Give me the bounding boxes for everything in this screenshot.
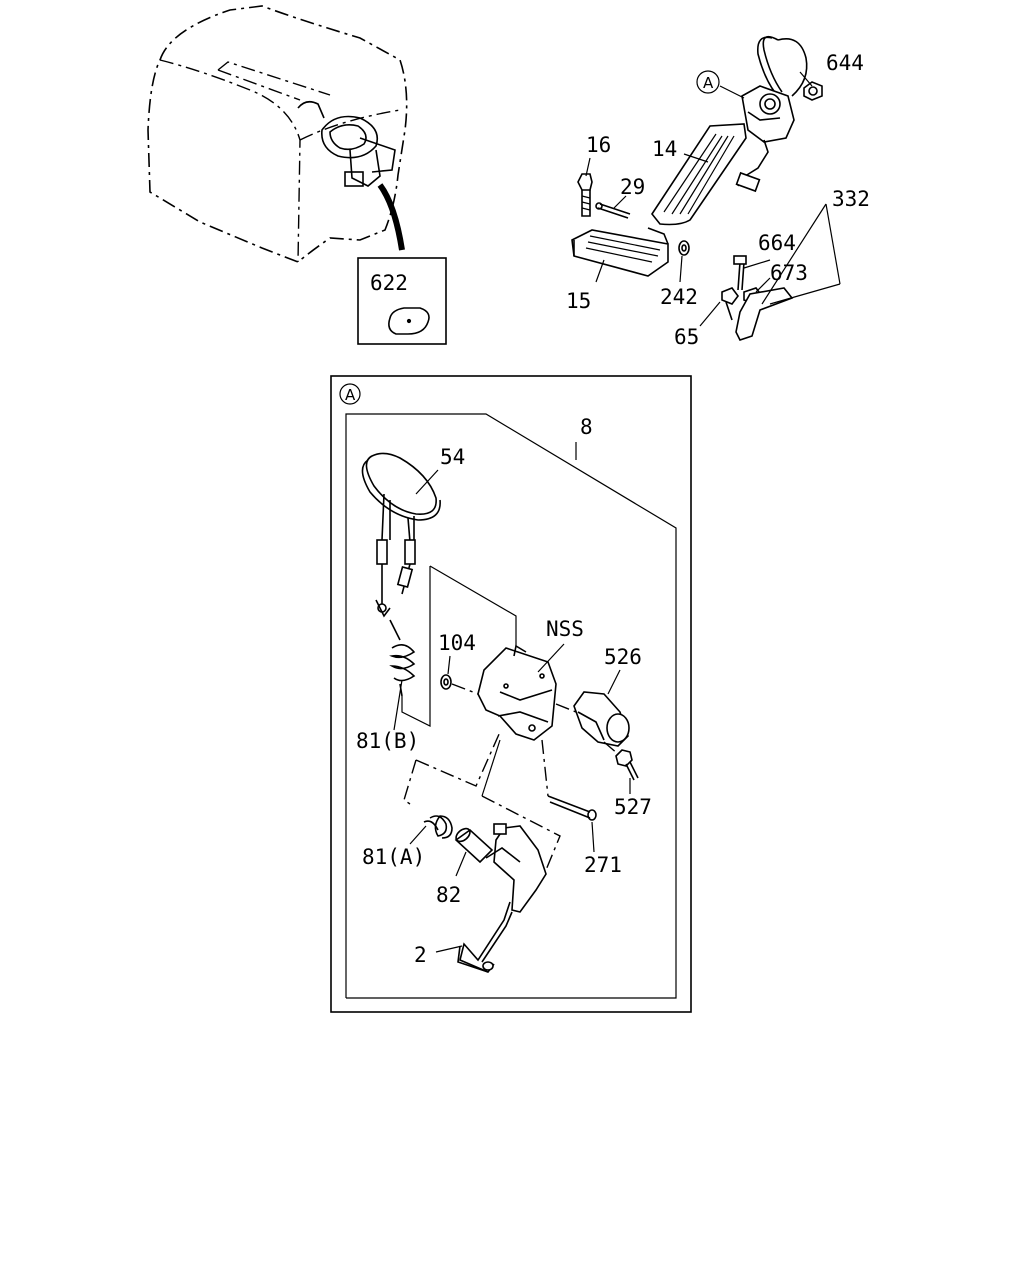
callout-332: 332 [832, 187, 870, 211]
callout-644: 644 [826, 51, 864, 75]
callout-65: 65 [674, 325, 699, 349]
callout-15: 15 [566, 289, 591, 313]
detail-view-a [330, 375, 692, 1013]
leader-lines [393, 71, 841, 953]
callout-527: 527 [614, 795, 652, 819]
callout-664: 664 [758, 231, 796, 255]
reference-marker-a-top: A [703, 74, 714, 92]
callout-labels: 622 644 A 16 14 29 332 664 673 15 242 65… [339, 51, 870, 967]
callout-54: 54 [440, 445, 465, 469]
callout-271: 271 [584, 853, 622, 877]
callout-29: 29 [620, 175, 645, 199]
callout-242: 242 [660, 285, 698, 309]
callout-82: 82 [436, 883, 461, 907]
callout-81a: 81(A) [362, 845, 425, 869]
callout-nss: NSS [546, 617, 584, 641]
cab-dashboard-illustration [147, 5, 447, 345]
reference-marker-a-box: A [345, 386, 356, 404]
callout-2: 2 [414, 943, 427, 967]
callout-673: 673 [770, 261, 808, 285]
pedal-assembly-illustration [571, 35, 823, 341]
callout-14: 14 [652, 137, 677, 161]
callout-16: 16 [586, 133, 611, 157]
callout-8: 8 [580, 415, 593, 439]
callout-622: 622 [370, 271, 408, 295]
callout-81b: 81(B) [356, 729, 419, 753]
callout-104: 104 [438, 631, 476, 655]
callout-526: 526 [604, 645, 642, 669]
